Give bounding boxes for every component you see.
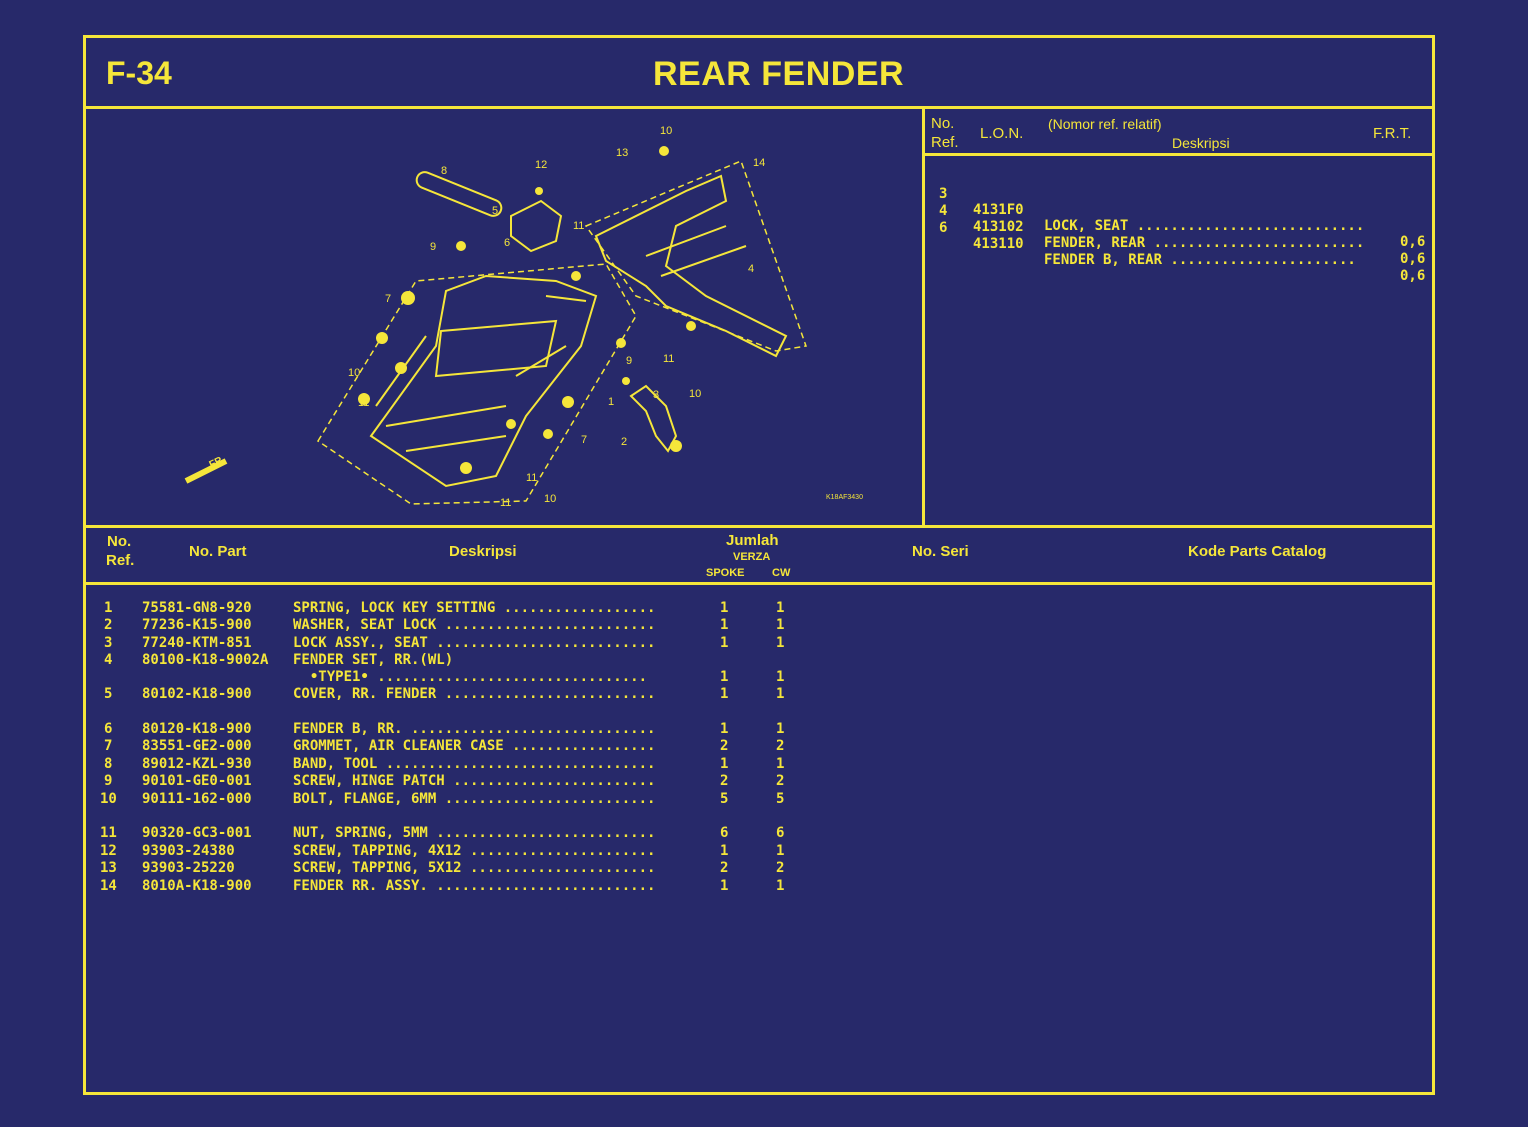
exploded-parts-diagram: 10 12 13 14 8 5 11 9 6 4 7 10 11 11 9 3 … [184, 125, 863, 509]
diagram-label: 7 [385, 293, 391, 305]
diagram-label: 7 [581, 434, 587, 446]
parts-table-top-divider [86, 525, 1432, 528]
diagram-label: 4 [748, 263, 754, 275]
diagram-label: 9 [626, 355, 632, 367]
parts-serial-header: No. Seri [912, 543, 969, 560]
parts-qty-header: Jumlah [726, 532, 779, 549]
page-code: F-34 [106, 55, 172, 91]
diagram-label: 11 [573, 220, 584, 232]
parts-part-header: No. Part [189, 543, 247, 560]
diagram-code: K18AF3430 [826, 494, 863, 501]
parts-model-header: VERZA [733, 551, 771, 563]
frt-row: 4 413102 FENDER, REAR ..................… [939, 203, 1426, 267]
diagram-label: 6 [504, 237, 510, 249]
parts-ref-header-1: No. [107, 533, 132, 550]
frt-relative-header: (Nomor ref. relatif) [1048, 116, 1162, 132]
page-title: REAR FENDER [653, 55, 905, 93]
frt-frt-header: F.R.T. [1373, 125, 1412, 142]
catalog-frame: F-34 REAR FENDER No. Ref. L.O.N. (Nomor … [83, 35, 1435, 1095]
header-divider [86, 106, 1432, 109]
parts-ref-header-2: Ref. [106, 552, 135, 569]
diagram-label: 14 [753, 157, 765, 169]
diagram-label: 9 [430, 241, 436, 253]
diagram-label: 10 [544, 493, 556, 505]
parts-spoke-header: SPOKE [706, 567, 745, 579]
diagram-label: 2 [621, 436, 627, 448]
table-row: •TYPE1• ................................… [293, 669, 785, 685]
front-arrow-label: FR. [208, 454, 227, 471]
frt-row: 3 4131F0 LOCK, SEAT ....................… [939, 186, 1426, 250]
diagram-label: 13 [616, 147, 628, 159]
frt-row: 6 413110 FENDER B, REAR ................… [939, 220, 1426, 284]
diagram-label: 8 [441, 165, 447, 177]
diagram-label: 5 [492, 205, 498, 217]
frt-ref-header-1: No. [931, 115, 955, 132]
frt-ref-header-2: Ref. [931, 134, 959, 151]
diagram-label: 11 [500, 497, 511, 509]
frt-lon-header: L.O.N. [980, 125, 1024, 142]
diagram-label: 10 [689, 388, 701, 400]
diagram-label: 1 [608, 396, 614, 408]
diagram-label: 11 [358, 397, 369, 409]
parts-desc-header: Deskripsi [449, 543, 517, 560]
parts-header-divider [86, 582, 1432, 585]
diagram-divider [922, 108, 925, 528]
parts-cw-header: CW [772, 567, 791, 579]
parts-catalog-header: Kode Parts Catalog [1188, 543, 1327, 560]
diagram-label: 11 [663, 353, 674, 365]
diagram-label: 10 [660, 125, 672, 137]
diagram-label: 11 [526, 472, 537, 484]
diagram-label: 10 [348, 367, 360, 379]
diagram-label: 3 [653, 389, 659, 401]
diagram-label: 12 [535, 159, 547, 171]
frt-desc-header: Deskripsi [1172, 135, 1230, 151]
frt-header-divider [924, 153, 1432, 156]
